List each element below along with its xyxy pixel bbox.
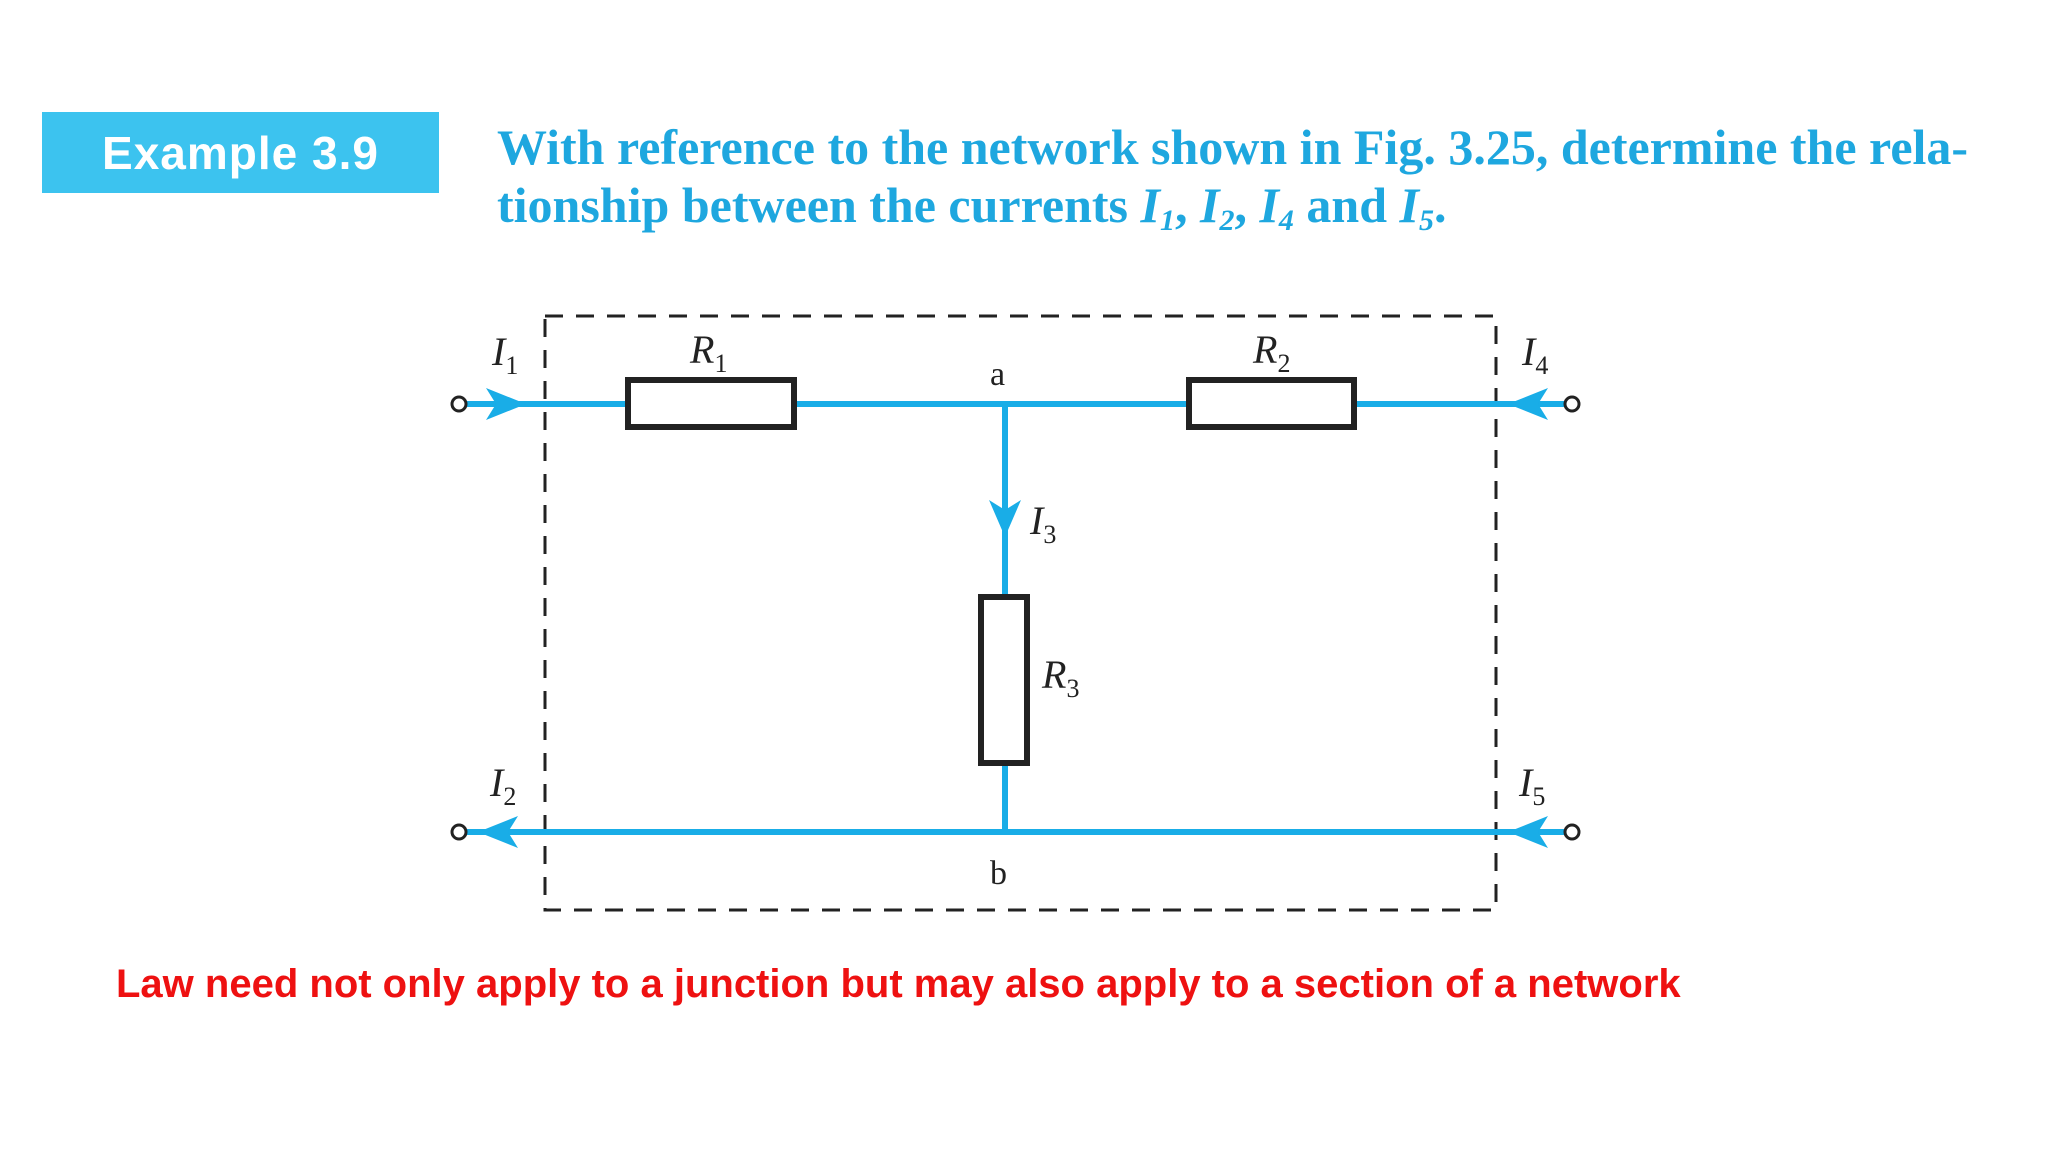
label-r3: R3 [1041, 652, 1079, 703]
label-node-b: b [990, 855, 1007, 892]
terminal-top-left [450, 395, 468, 413]
terminal-bottom-left [450, 823, 468, 841]
arrow-i2-left [478, 816, 518, 848]
question-line-2-prefix: tionship between the currents [497, 177, 1141, 233]
label-i1: I1 [491, 329, 518, 380]
arrow-i4-left [1508, 388, 1548, 420]
label-i3: I3 [1029, 498, 1056, 549]
resistor-r2 [1186, 377, 1357, 430]
current-ref-i4: I4 [1259, 177, 1294, 237]
question-line-2: tionship between the currents I1, I2, I4… [497, 177, 1447, 237]
question-text: With reference to the network shown in F… [497, 118, 2027, 237]
question-conj: and [1306, 177, 1388, 233]
terminals [450, 395, 1581, 841]
arrow-i1-right [486, 388, 526, 420]
network-section-boundary [543, 314, 1498, 912]
current-arrows [478, 388, 1548, 848]
label-r1: R1 [689, 327, 727, 378]
terminal-top-right [1563, 395, 1581, 413]
terminal-bottom-right [1563, 823, 1581, 841]
current-ref-i5: I5 [1399, 177, 1435, 237]
resistor-r3 [978, 594, 1030, 766]
resistor-r1 [625, 377, 797, 430]
example-badge: Example 3.9 [42, 112, 439, 193]
question-line-1: With reference to the network shown in F… [497, 119, 1969, 175]
resistors [625, 377, 1357, 766]
arrow-i3-down [989, 500, 1021, 537]
label-i5: I5 [1518, 760, 1545, 811]
arrow-i5-left [1508, 816, 1548, 848]
label-i2: I2 [489, 760, 516, 811]
label-node-a: a [990, 356, 1005, 393]
current-ref-i2: I2 [1199, 177, 1235, 237]
label-i4: I4 [1521, 329, 1548, 380]
law-note: Law need not only apply to a junction bu… [116, 962, 1681, 1006]
current-ref-i1: I1 [1140, 177, 1175, 237]
label-r2: R2 [1252, 327, 1290, 378]
